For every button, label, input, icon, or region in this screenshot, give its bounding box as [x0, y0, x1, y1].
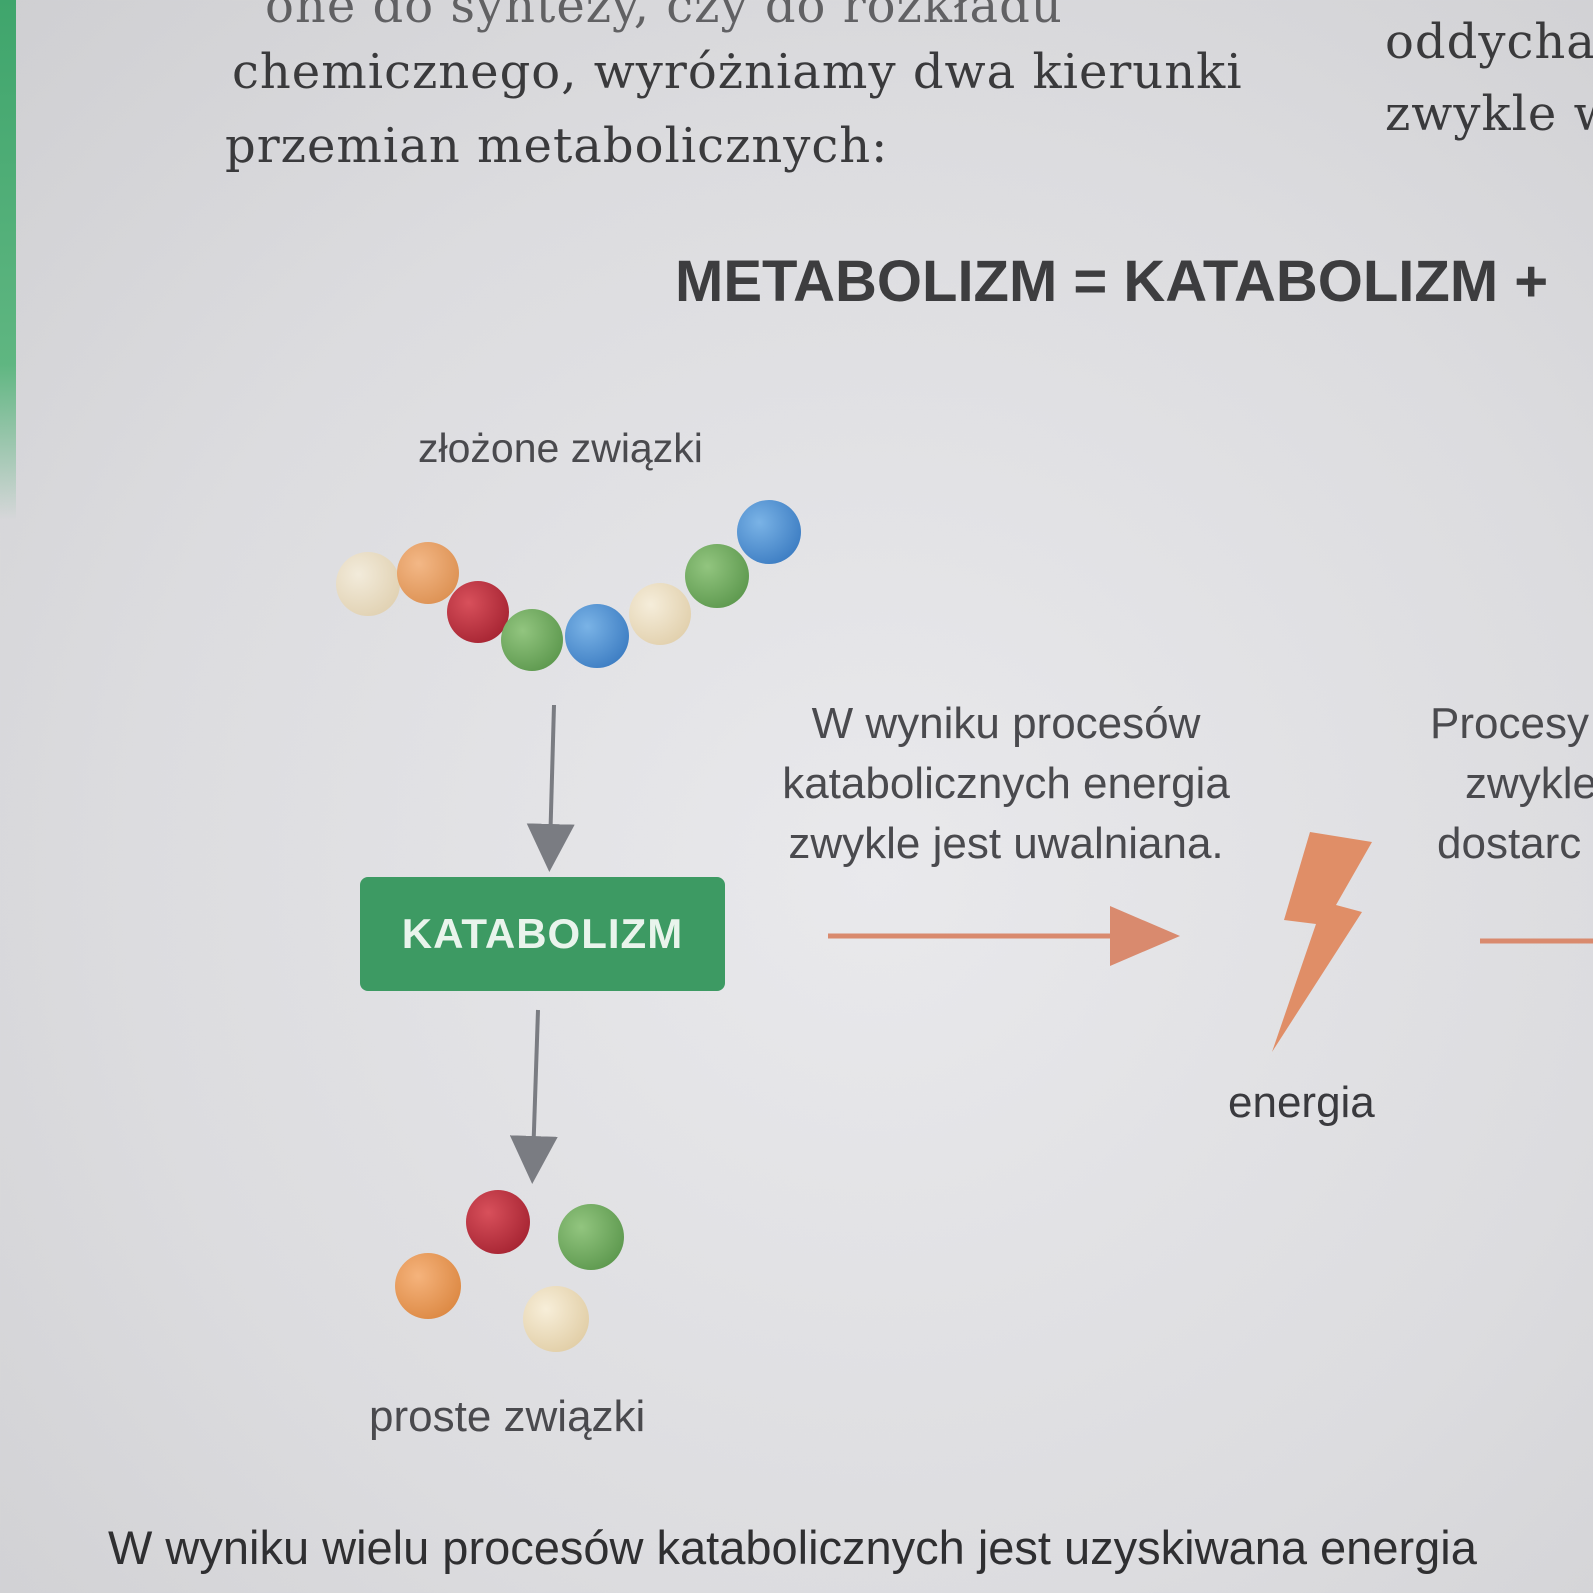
anabolic-note-line: zwykle	[1465, 759, 1593, 808]
arrow-down-to-katabolizm	[526, 704, 575, 872]
bottom-paragraph-line: W wyniku wielu procesów katabolicznych j…	[108, 1521, 1477, 1574]
bead-green	[501, 609, 563, 671]
bead-red	[466, 1190, 530, 1254]
energy-label: energia	[1228, 1078, 1375, 1127]
intro-line-3: przemian metabolicznych:	[225, 118, 889, 174]
bead-orange	[395, 1253, 461, 1319]
arrow-down-to-simple	[509, 1009, 558, 1184]
intro-right-line-3: zwykle w	[1385, 86, 1593, 142]
katabolizm-process-box: KATABOLIZM	[360, 877, 725, 991]
simple-compounds-label: proste związki	[369, 1392, 646, 1441]
bead-cream	[336, 552, 400, 616]
anabolic-note-line: dostarc	[1437, 819, 1582, 868]
bead-green	[558, 1204, 624, 1270]
energy-bolt-icon	[1272, 832, 1372, 1052]
complex-compounds-label: złożone związki	[418, 425, 703, 471]
anabolic-energy-note-partial: Procesy zwykle dostarc	[1430, 694, 1593, 874]
katabolizm-process-label: KATABOLIZM	[401, 910, 684, 957]
bead-green	[685, 544, 749, 608]
catabolic-note-line: zwykle jest uwalniana.	[788, 819, 1224, 868]
bead-cream	[629, 583, 691, 645]
catabolic-note-line: katabolicznych energia	[782, 759, 1230, 808]
intro-right-line-2: oddycha	[1385, 14, 1593, 70]
intro-line-2: chemicznego, wyróżniamy dwa kierunki	[232, 44, 1243, 100]
intro-line-1: one do syntezy, czy do rozkładu	[265, 0, 1063, 34]
anabolic-note-line: Procesy	[1430, 699, 1589, 748]
complex-compound-chain	[336, 500, 801, 671]
bead-orange	[397, 542, 459, 604]
bead-blue	[737, 500, 801, 564]
bead-cream	[523, 1286, 589, 1352]
catabolic-note-line: W wyniku procesów	[811, 699, 1201, 748]
metabolism-equation-heading: METABOLIZM = KATABOLIZM +	[675, 249, 1549, 314]
simple-compounds	[395, 1190, 624, 1352]
catabolic-energy-note: W wyniku procesów katabolicznych energia…	[756, 694, 1256, 874]
bead-blue	[565, 604, 629, 668]
page-edge-green-stripe	[0, 0, 16, 520]
bead-red	[447, 581, 509, 643]
